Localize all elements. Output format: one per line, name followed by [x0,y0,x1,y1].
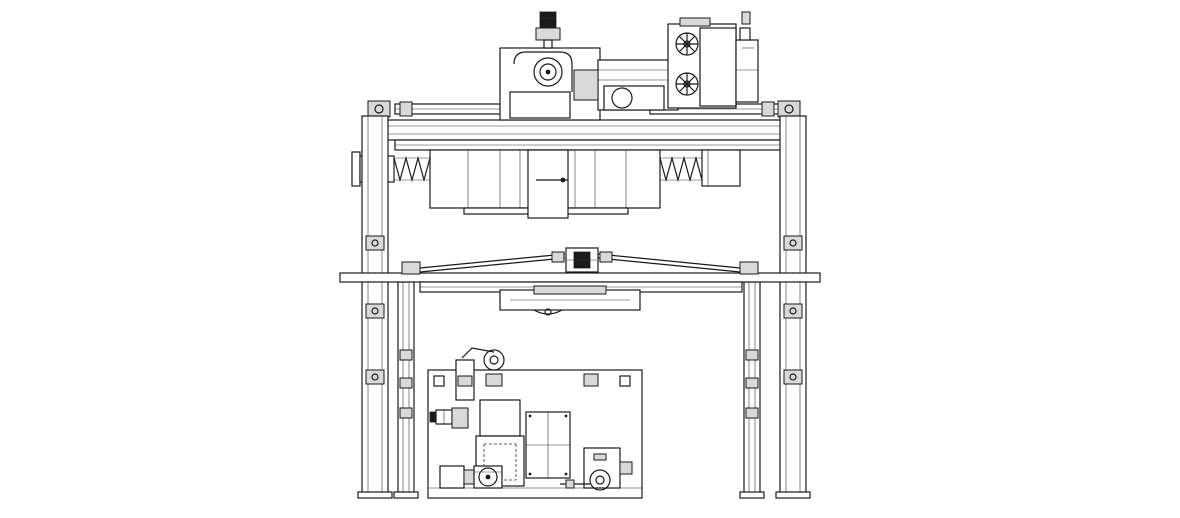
upper-head-housing [429,149,661,219]
electrical-cabinet [475,399,525,487]
bellows-cover-icon [659,149,741,187]
bearing-block-icon [783,235,803,251]
handwheel-icon [675,32,699,56]
bearing-block-icon [783,303,803,319]
middle-drive-shaft [419,253,741,273]
gear-motor-icon [429,407,469,429]
right-inner-column [739,281,765,499]
pulley-wheel-icon [513,51,573,92]
gear-motor-icon [565,247,599,273]
bearing-block-icon [365,303,385,319]
bearing-block-icon [365,235,385,251]
gear-motor-icon [439,465,503,489]
right-gear-drive [560,447,621,491]
bearing-block-icon [783,369,803,385]
top-cross-beam [377,119,803,151]
handwheel-icon [675,72,699,96]
left-gear-drive [455,347,505,401]
flange-coupling-icon [367,100,413,118]
access-panel [525,411,571,479]
bearing-block-icon [433,373,633,475]
left-inner-column [393,281,419,499]
bearing-block-icon [399,349,759,419]
flange-coupling-icon [761,100,801,118]
bearing-block-icon [365,369,385,385]
gear-motor-icon [535,11,561,49]
carriage-frame [499,47,679,121]
flange-coupling-icon [401,251,759,275]
control-gearbox [667,11,759,109]
lower-head-assembly [499,285,641,316]
